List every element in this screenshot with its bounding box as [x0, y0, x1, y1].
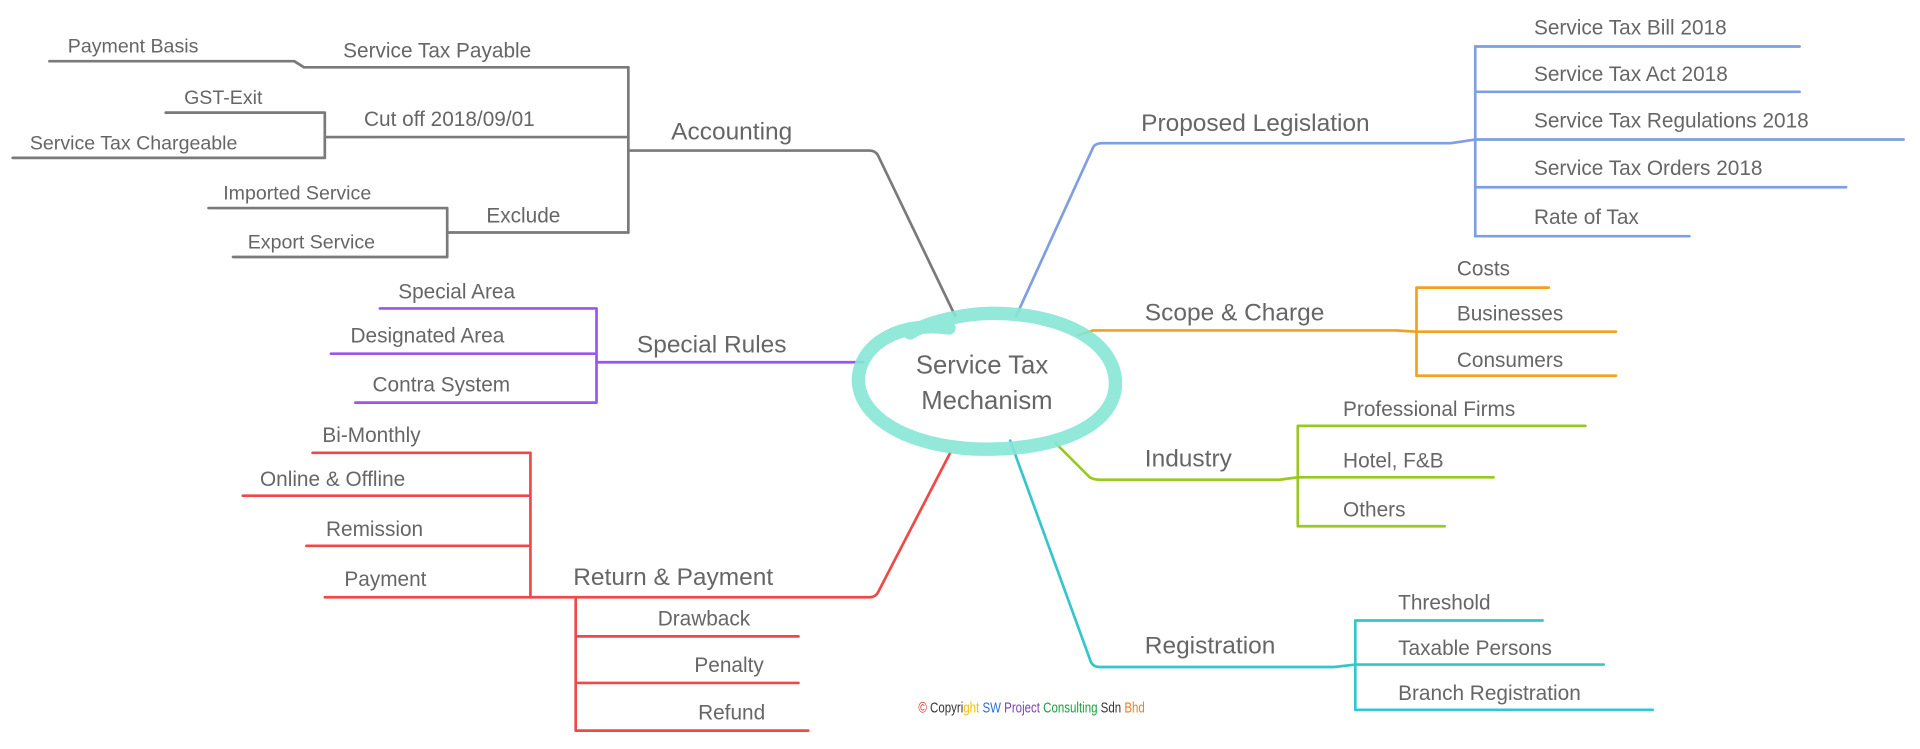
- node-registration-item[interactable]: Taxable Persons: [1398, 637, 1552, 660]
- node-scope-item[interactable]: Consumers: [1457, 349, 1563, 372]
- node-industry-item[interactable]: Others: [1343, 498, 1405, 521]
- copyright-notice: © Copyright SW Project Consulting Sdn Bh…: [918, 700, 1144, 716]
- node-leg-item[interactable]: Service Tax Orders 2018: [1534, 157, 1763, 180]
- branch-registration: [1008, 439, 1655, 712]
- branch-legislation: [1014, 45, 1905, 318]
- node-special-item[interactable]: Contra System: [373, 374, 511, 397]
- branch-return-payment: [241, 451, 952, 732]
- node-return-item[interactable]: Remission: [326, 518, 423, 541]
- node-return-payment[interactable]: Return & Payment: [573, 564, 773, 591]
- center-ellipse: [851, 306, 1123, 456]
- branch-industry: [1054, 424, 1587, 528]
- node-industry-item[interactable]: Professional Firms: [1343, 398, 1515, 421]
- node-special-rules[interactable]: Special Rules: [637, 331, 787, 358]
- node-return-item[interactable]: Drawback: [658, 607, 751, 630]
- node-leg-item[interactable]: Service Tax Regulations 2018: [1534, 109, 1809, 132]
- node-special-item[interactable]: Special Area: [398, 281, 515, 304]
- branch-special-rules: [329, 307, 865, 404]
- node-registration-item[interactable]: Threshold: [1398, 591, 1490, 614]
- node-proposed-legislation[interactable]: Proposed Legislation: [1141, 110, 1370, 137]
- node-registration[interactable]: Registration: [1145, 633, 1276, 660]
- node-industry-item[interactable]: Hotel, F&B: [1343, 450, 1444, 473]
- branch-accounting: [11, 59, 957, 318]
- node-scope-item[interactable]: Costs: [1457, 257, 1510, 280]
- node-return-item[interactable]: Refund: [698, 702, 765, 725]
- node-industry[interactable]: Industry: [1145, 445, 1233, 472]
- node-leg-item[interactable]: Rate of Tax: [1534, 206, 1639, 229]
- node-return-item[interactable]: Online & Offline: [260, 468, 405, 491]
- node-leg-item[interactable]: Service Tax Act 2018: [1534, 63, 1728, 86]
- node-leg-item[interactable]: Service Tax Bill 2018: [1534, 16, 1727, 39]
- node-payment-basis[interactable]: Payment Basis: [68, 36, 199, 58]
- node-service-tax-payable[interactable]: Service Tax Payable: [343, 40, 531, 63]
- node-service-tax-chargeable[interactable]: Service Tax Chargeable: [30, 132, 238, 154]
- node-exclude[interactable]: Exclude: [486, 205, 560, 228]
- node-cut-off[interactable]: Cut off 2018/09/01: [364, 108, 535, 131]
- node-registration-item[interactable]: Branch Registration: [1398, 682, 1581, 705]
- node-scope-charge[interactable]: Scope & Charge: [1145, 300, 1325, 327]
- node-imported-service[interactable]: Imported Service: [223, 182, 371, 204]
- node-export-service[interactable]: Export Service: [248, 231, 375, 253]
- node-accounting[interactable]: Accounting: [671, 119, 792, 146]
- center-node[interactable]: Service Tax Mechanism: [851, 306, 1123, 456]
- node-special-item[interactable]: Designated Area: [351, 325, 505, 348]
- node-gst-exit[interactable]: GST-Exit: [184, 87, 263, 109]
- node-return-item[interactable]: Payment: [344, 568, 426, 591]
- center-title-line2: Mechanism: [921, 387, 1052, 415]
- node-scope-item[interactable]: Businesses: [1457, 303, 1563, 326]
- node-return-item[interactable]: Bi-Monthly: [322, 424, 421, 447]
- node-return-item[interactable]: Penalty: [694, 654, 764, 677]
- center-title-line1: Service Tax: [916, 351, 1048, 379]
